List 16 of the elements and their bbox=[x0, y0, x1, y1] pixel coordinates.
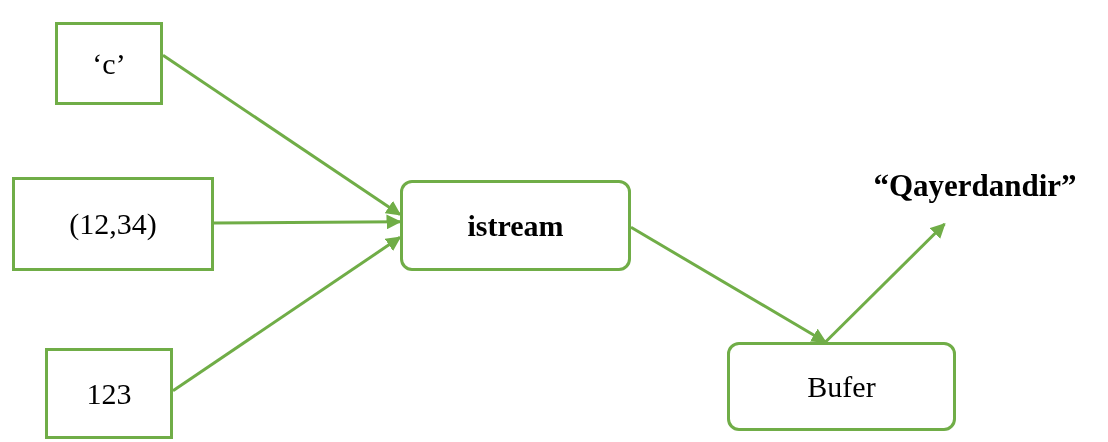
rounded-box bbox=[400, 180, 631, 271]
arrow bbox=[162, 53, 402, 216]
process-box bbox=[12, 177, 214, 271]
node-label: Bufer bbox=[807, 369, 876, 404]
arrow bbox=[172, 236, 402, 392]
arrow bbox=[214, 214, 402, 230]
arrow bbox=[630, 226, 827, 344]
quoted-text: “Qayerdandir” bbox=[873, 168, 1077, 204]
node-label: (12,34) bbox=[69, 207, 157, 241]
arrow bbox=[824, 222, 946, 344]
node-label: istream bbox=[467, 208, 564, 243]
rounded-box bbox=[727, 342, 956, 431]
process-box bbox=[55, 22, 163, 105]
node-label: 123 bbox=[86, 376, 132, 411]
process-box bbox=[45, 348, 173, 439]
node-label: ‘c’ bbox=[92, 46, 126, 81]
